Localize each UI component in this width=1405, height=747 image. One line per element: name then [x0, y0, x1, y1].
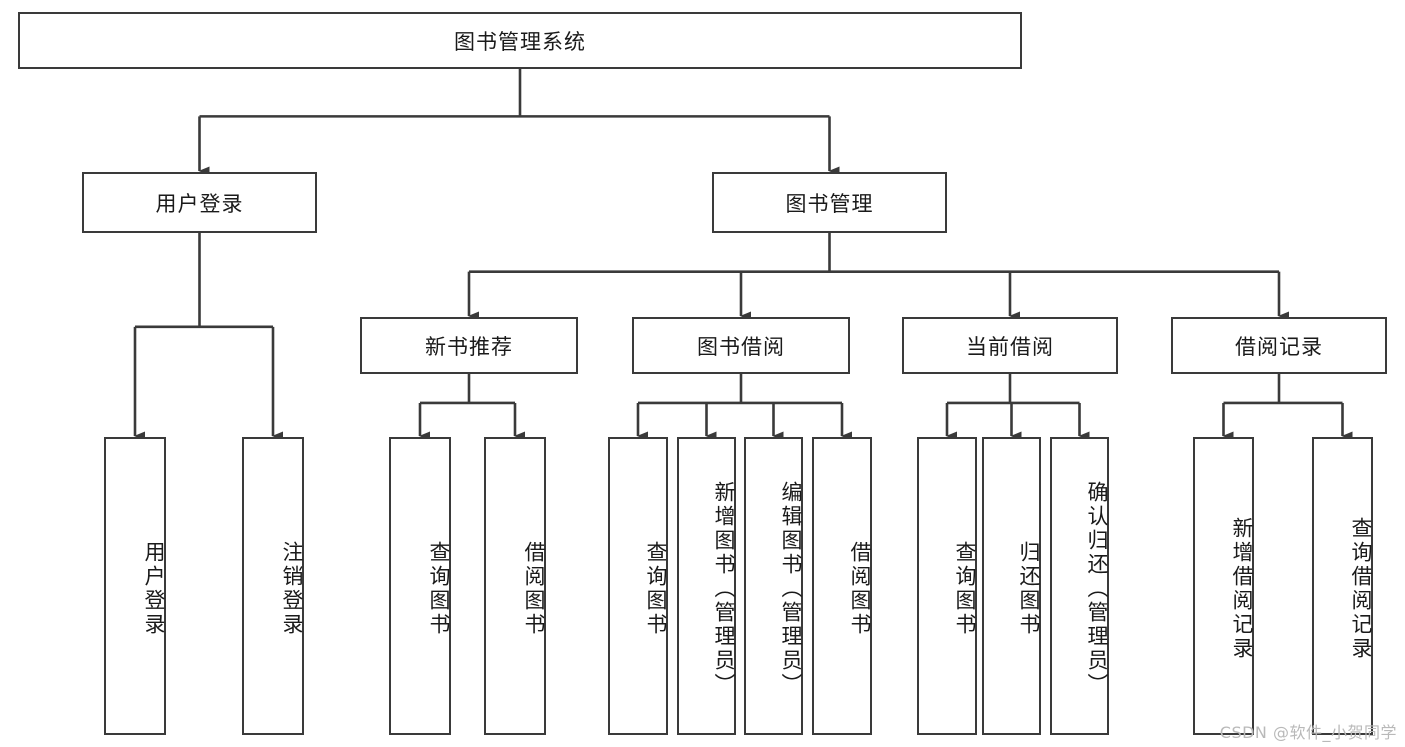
node-label: 新增图书（管理员） — [712, 481, 736, 697]
node-book-borrow[interactable]: 图书借阅 — [632, 317, 850, 374]
node-new-book-rec[interactable]: 新书推荐 — [360, 317, 578, 374]
node-label: 注销登录 — [280, 541, 304, 637]
node-label: 新增借阅记录 — [1230, 517, 1254, 661]
node-leaf-edit-book[interactable]: 编辑图书（管理员） — [744, 437, 803, 735]
node-label: 查询借阅记录 — [1349, 517, 1373, 661]
node-label: 当前借阅 — [966, 334, 1054, 359]
node-leaf-logout[interactable]: 注销登录 — [242, 437, 304, 735]
node-leaf-add-record[interactable]: 新增借阅记录 — [1193, 437, 1254, 735]
node-label: 新书推荐 — [425, 334, 513, 359]
node-label: 编辑图书（管理员） — [779, 481, 803, 697]
node-leaf-borrow-book-1[interactable]: 借阅图书 — [484, 437, 546, 735]
node-label: 归还图书 — [1017, 541, 1041, 637]
node-leaf-query-book-1[interactable]: 查询图书 — [389, 437, 451, 735]
node-user-login[interactable]: 用户登录 — [82, 172, 317, 233]
node-label: 查询图书 — [644, 541, 668, 637]
node-label: 借阅图书 — [848, 541, 872, 637]
node-leaf-user-login[interactable]: 用户登录 — [104, 437, 166, 735]
node-leaf-confirm-return[interactable]: 确认归还（管理员） — [1050, 437, 1109, 735]
node-label: 用户登录 — [142, 541, 166, 637]
node-leaf-query-record[interactable]: 查询借阅记录 — [1312, 437, 1373, 735]
node-label: 查询图书 — [427, 541, 451, 637]
node-label: 确认归还（管理员） — [1085, 481, 1109, 697]
node-label: 借阅记录 — [1235, 334, 1323, 359]
node-borrow-record[interactable]: 借阅记录 — [1171, 317, 1387, 374]
node-root[interactable]: 图书管理系统 — [18, 12, 1022, 69]
node-label: 查询图书 — [953, 541, 977, 637]
node-leaf-query-book-2[interactable]: 查询图书 — [608, 437, 668, 735]
node-label: 图书借阅 — [697, 334, 785, 359]
node-label: 图书管理 — [785, 191, 874, 216]
node-label: 图书管理系统 — [454, 29, 586, 54]
node-leaf-add-book[interactable]: 新增图书（管理员） — [677, 437, 736, 735]
node-book-manage[interactable]: 图书管理 — [712, 172, 947, 233]
node-label: 借阅图书 — [522, 541, 546, 637]
watermark-text: CSDN @软件_小贺同学 — [1219, 723, 1397, 742]
node-leaf-borrow-book-2[interactable]: 借阅图书 — [812, 437, 872, 735]
node-leaf-return-book[interactable]: 归还图书 — [982, 437, 1041, 735]
node-label: 用户登录 — [155, 191, 244, 216]
node-current-borrow[interactable]: 当前借阅 — [902, 317, 1118, 374]
node-leaf-query-book-3[interactable]: 查询图书 — [917, 437, 977, 735]
